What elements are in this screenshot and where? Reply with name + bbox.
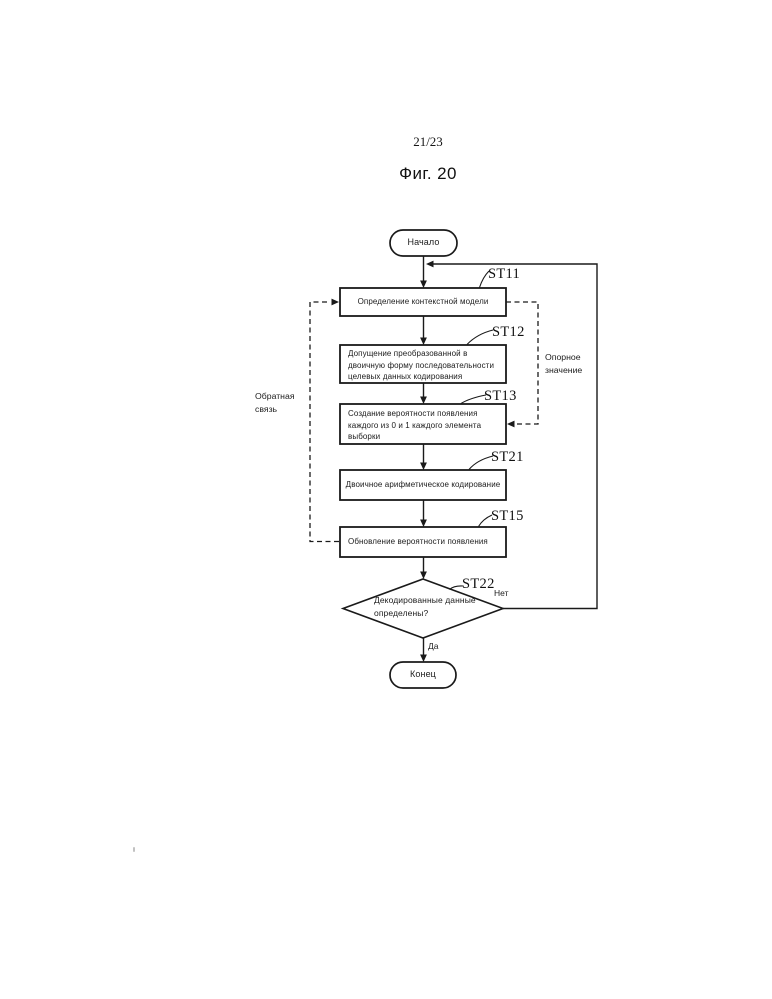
step-tag-st11: ST11 xyxy=(488,266,521,282)
end-terminal-shape xyxy=(389,661,457,689)
step-st12: Допущение преобразованной в двоичную фор… xyxy=(348,348,504,383)
feedback-annotation: Обратная связь xyxy=(255,390,295,416)
yes-branch-label: Да xyxy=(428,641,439,651)
start-terminal: Начало xyxy=(390,230,457,256)
step-st12-line1: Допущение преобразованной в xyxy=(348,349,468,358)
decision-st22: Декодированные данные определены? xyxy=(374,594,494,620)
step-st15-text: Обновление вероятности появления xyxy=(348,537,488,547)
st12-box xyxy=(339,344,507,384)
reference-value-connector xyxy=(506,301,539,425)
step-st15: Обновление вероятности появления xyxy=(348,527,504,557)
decision-st22-line2: определены? xyxy=(374,608,429,618)
st13-box xyxy=(339,403,507,445)
flow-connectors xyxy=(422,256,598,656)
step-label-leaders xyxy=(449,270,494,590)
step-tag-st13: ST13 xyxy=(484,388,517,404)
step-st13: Создание вероятности появления каждого и… xyxy=(348,408,504,443)
decision-st22-line1: Декодированные данные xyxy=(374,595,476,605)
arrowheads xyxy=(331,260,515,662)
feedback-annotation-line2: связь xyxy=(255,404,278,414)
step-tag-st21: ST21 xyxy=(491,449,524,465)
end-terminal: Конец xyxy=(390,662,456,688)
st21-box xyxy=(339,469,507,501)
step-tag-st22: ST22 xyxy=(462,576,495,592)
step-st21: Двоичное арифметическое кодирование xyxy=(341,470,505,500)
end-label: Конец xyxy=(410,669,436,680)
start-label: Начало xyxy=(407,237,440,248)
reference-value-line1: Опорное xyxy=(545,352,581,362)
step-st13-line3: выборки xyxy=(348,432,381,441)
step-st12-line2: двоичную форму последовательности xyxy=(348,360,495,370)
reference-value-line2: значение xyxy=(545,365,583,375)
step-st11: Определение контекстной модели xyxy=(342,288,504,316)
figure-title: Фиг. 20 xyxy=(399,164,457,183)
step-st21-text: Двоичное арифметическое кодирование xyxy=(345,480,501,490)
st15-box xyxy=(339,526,507,558)
step-st11-text: Определение контекстной модели xyxy=(357,297,489,307)
step-tag-st15: ST15 xyxy=(491,508,524,524)
sheet-number: 21/23 xyxy=(413,134,443,149)
no-branch-label: Нет xyxy=(494,588,509,598)
step-st13-line1: Создание вероятности появления xyxy=(348,409,478,418)
step-st13-line2: каждого из 0 и 1 каждого элемента xyxy=(348,420,482,430)
step-st12-line3: целевых данных кодирования xyxy=(348,372,463,381)
reference-value-annotation: Опорное значение xyxy=(545,351,582,377)
no-loop-connector xyxy=(433,263,598,610)
feedback-annotation-line1: Обратная xyxy=(255,391,295,401)
print-artifact xyxy=(133,847,135,852)
step-tag-st12: ST12 xyxy=(492,324,525,340)
feedback-connector xyxy=(309,301,339,543)
